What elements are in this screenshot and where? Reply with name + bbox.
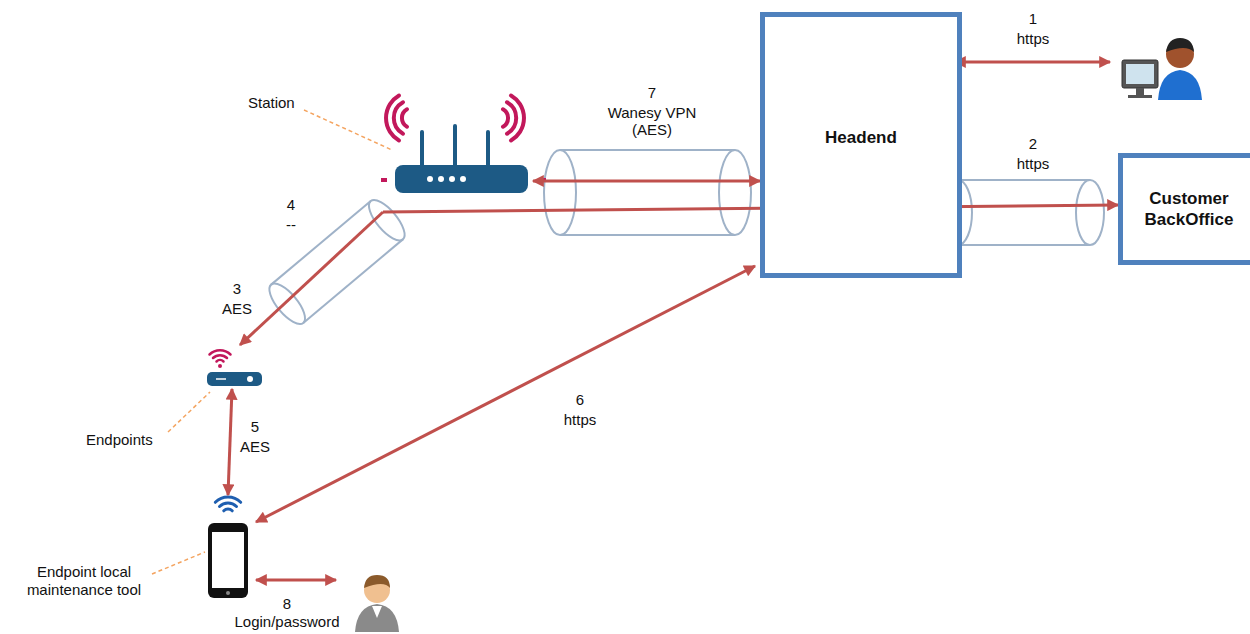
box-title: Headend xyxy=(765,127,957,148)
link-arrow xyxy=(256,266,755,522)
device-label: Endpoint local maintenance tool xyxy=(13,563,155,599)
callout-number: 4 xyxy=(285,196,297,213)
device-label: Station xyxy=(248,94,295,112)
credential-label: Login/password xyxy=(232,613,341,630)
edge-label: AES xyxy=(238,438,272,455)
operator-arrow xyxy=(955,61,1110,64)
endpoint-node: Endpoints xyxy=(205,345,263,387)
link-arrow xyxy=(240,212,383,345)
leader-lines xyxy=(152,110,392,574)
link-arrow xyxy=(383,205,1118,212)
callout-number: 3 xyxy=(231,280,243,297)
station-node: Station xyxy=(383,92,533,212)
box-title: Customer BackOffice xyxy=(1123,188,1250,230)
edge-label: AES xyxy=(220,300,254,317)
endpoint-device-icon xyxy=(207,350,262,386)
callout-number: 1 xyxy=(1027,10,1039,27)
edge-label: https xyxy=(562,411,599,428)
callout-number: 6 xyxy=(574,391,586,408)
callout-number: 7 xyxy=(646,84,658,101)
callout-number: 5 xyxy=(249,418,261,435)
headend-box: Headend xyxy=(760,12,962,278)
protocol-label: https xyxy=(1015,30,1052,47)
user-icon xyxy=(355,575,399,632)
user-arrow xyxy=(256,579,336,582)
edge-label: https xyxy=(1015,155,1052,172)
station-router-icon xyxy=(381,96,546,194)
link-arrow xyxy=(228,389,232,495)
vpn-tube xyxy=(544,150,751,235)
link-arrow xyxy=(533,180,760,183)
phone-icon xyxy=(208,497,248,598)
callout-number: 8 xyxy=(281,595,293,612)
operator-icon xyxy=(1122,38,1202,100)
maintenance-tool-node: Endpoint local maintenance tool xyxy=(205,495,250,600)
radio-tube xyxy=(263,195,410,330)
callout-number: 2 xyxy=(1027,135,1039,152)
edge-label: Wanesy VPN (AES) xyxy=(600,104,704,138)
https-tube xyxy=(944,180,1104,245)
device-label: Endpoints xyxy=(86,431,153,449)
protocol-label: -- xyxy=(284,216,298,233)
backoffice-box: Customer BackOffice xyxy=(1118,153,1250,265)
